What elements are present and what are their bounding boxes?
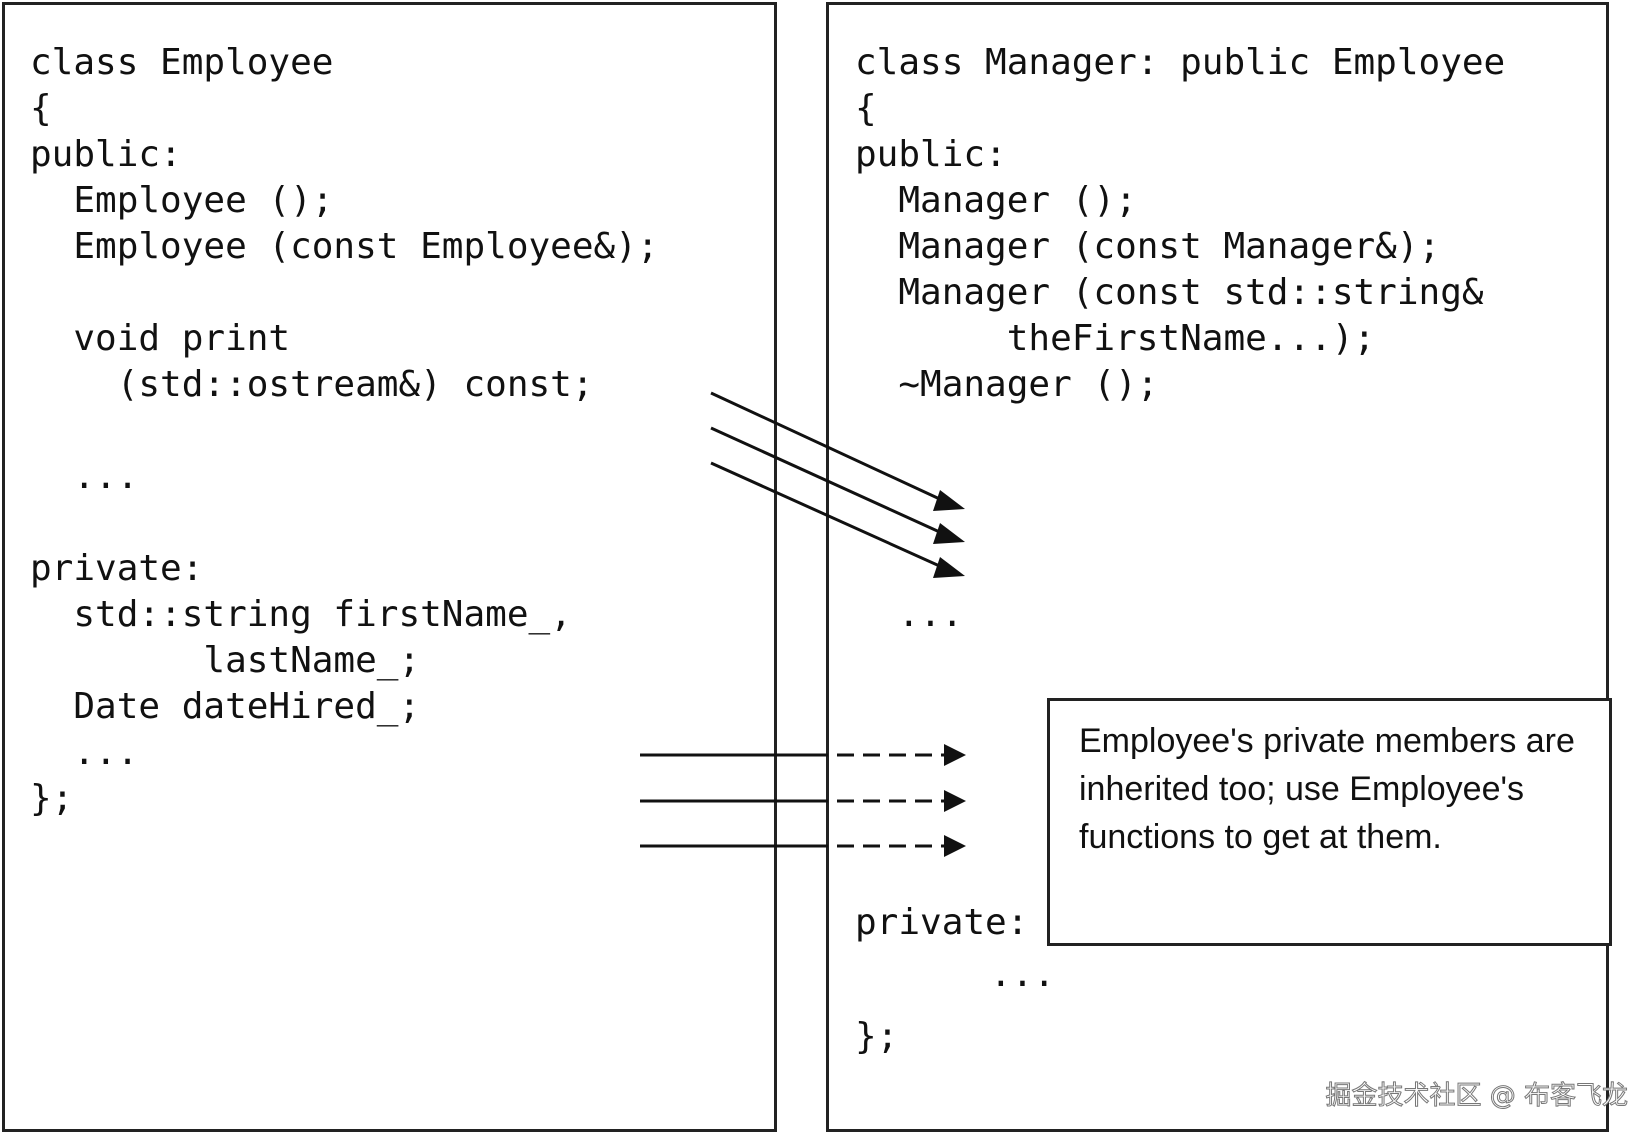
code-line: class Employee (30, 42, 334, 83)
public-arrow-head (933, 490, 965, 511)
private-label: private: (855, 902, 1029, 943)
code-line: ... (30, 456, 139, 497)
code-line: lastName_; (30, 640, 421, 681)
callout-text: Employee's private members are inherited… (1079, 722, 1575, 856)
private-arrow-head (944, 835, 966, 857)
code-line: Employee (); (30, 180, 334, 221)
code-line: Date dateHired_; (30, 686, 421, 727)
employee-class-box (2, 2, 777, 1132)
code-line: class Manager: public Employee (855, 42, 1506, 83)
closing-brace: }; (855, 1016, 899, 1057)
ellipsis-public: ... (898, 594, 964, 635)
code-line: ~Manager (); (855, 364, 1159, 405)
code-line: std::string firstName_, (30, 594, 572, 635)
ellipsis-private: ... (990, 954, 1056, 995)
code-line: theFirstName...); (855, 318, 1376, 359)
watermark: 掘金技术社区 @ 布客飞龙 (1325, 1081, 1629, 1112)
code-line: (std::ostream&) const; (30, 364, 594, 405)
code-line: private: (30, 548, 204, 589)
public-arrow-line (710, 461, 945, 570)
public-inheritance-arrows (710, 391, 965, 578)
public-arrow-line (710, 426, 945, 536)
code-line: public: (30, 134, 182, 175)
private-inheritance-arrows (640, 744, 966, 857)
public-arrow-head (933, 523, 965, 544)
code-line: void print (30, 318, 291, 359)
private-arrow-head (944, 744, 966, 766)
code-line: { (30, 88, 52, 129)
code-line: ... (30, 732, 139, 773)
public-arrow-line (710, 391, 945, 503)
code-line: Manager (); (855, 180, 1137, 221)
code-line: public: (855, 134, 1007, 175)
code-line: Employee (const Employee&); (30, 226, 659, 267)
public-arrow-head (933, 557, 965, 578)
code-line: Manager (const std::string& (855, 272, 1484, 313)
code-line: { (855, 88, 877, 129)
callout-box: Employee's private members are inherited… (1047, 698, 1612, 946)
private-arrow-head (944, 790, 966, 812)
code-line: }; (30, 778, 74, 819)
code-line: Manager (const Manager&); (855, 226, 1441, 267)
